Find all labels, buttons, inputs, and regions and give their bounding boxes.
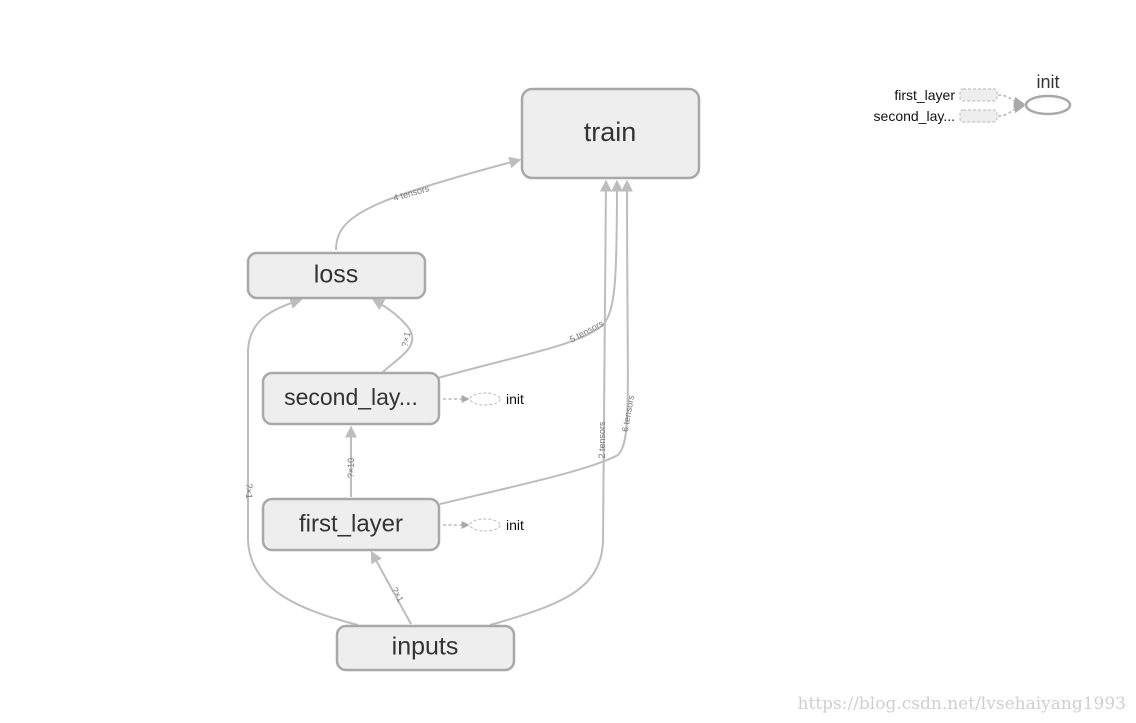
aux-input-second-layer-stub bbox=[959, 109, 998, 123]
init-stub-first-layer-label: init bbox=[506, 517, 524, 533]
aux-input-first-layer-label: first_layer bbox=[894, 87, 955, 103]
edge-loss-to-train bbox=[335, 156, 522, 251]
edge-second-to-loss bbox=[371, 298, 414, 373]
aux-input-second-layer-label: second_lay... bbox=[874, 108, 955, 124]
edge-first-to-train bbox=[439, 179, 634, 505]
init-stub-first-layer[interactable]: init bbox=[443, 517, 524, 533]
edge-inputs-to-train bbox=[489, 179, 612, 626]
node-first-layer-label: first_layer bbox=[299, 510, 403, 537]
edge-label-inputs-to-loss: ?×1 bbox=[244, 483, 254, 498]
edges: 4 tensors 5 tensors 6 tensors 2 tensors … bbox=[244, 156, 636, 626]
node-first-layer[interactable]: first_layer bbox=[261, 497, 441, 552]
edge-label-inputs-to-train: 2 tensors bbox=[597, 421, 607, 459]
init-stub-second-layer[interactable]: init bbox=[443, 391, 524, 407]
aux-init-panel: init first_layer second_lay... bbox=[874, 72, 1072, 124]
aux-input-first-layer-stub bbox=[959, 88, 998, 102]
init-stub-first-layer-ellipse bbox=[469, 518, 501, 532]
aux-init-node[interactable] bbox=[1024, 94, 1072, 116]
edge-label-second-to-loss: ?×1 bbox=[400, 331, 413, 348]
watermark: https://blog.csdn.net/lvsehaiyang1993 bbox=[798, 694, 1126, 714]
edge-second-to-train bbox=[437, 179, 623, 379]
node-inputs[interactable]: inputs bbox=[335, 624, 516, 672]
node-second-layer-label: second_lay... bbox=[284, 384, 418, 410]
init-stub-second-layer-ellipse bbox=[469, 392, 501, 406]
edge-inputs-to-loss bbox=[247, 297, 359, 626]
edge-label-first-to-second: ?×10 bbox=[346, 458, 356, 478]
aux-edge-second bbox=[997, 102, 1026, 117]
node-second-layer[interactable]: second_lay... bbox=[261, 371, 441, 426]
node-train-label: train bbox=[584, 117, 637, 147]
edge-label-second-to-train: 5 tensors bbox=[568, 318, 606, 344]
edge-inputs-to-first bbox=[370, 550, 412, 625]
init-stub-second-layer-label: init bbox=[506, 391, 524, 407]
edge-label-first-to-train: 6 tensors bbox=[620, 394, 636, 433]
edge-label-loss-to-train: 4 tensors bbox=[392, 183, 431, 203]
aux-init-title: init bbox=[1036, 72, 1059, 92]
node-loss[interactable]: loss bbox=[246, 251, 427, 300]
edge-label-inputs-to-first: ?×1 bbox=[390, 585, 406, 603]
node-loss-label: loss bbox=[314, 261, 358, 289]
aux-edge-first bbox=[997, 94, 1026, 108]
node-inputs-label: inputs bbox=[392, 633, 459, 661]
node-train[interactable]: train bbox=[520, 87, 701, 180]
